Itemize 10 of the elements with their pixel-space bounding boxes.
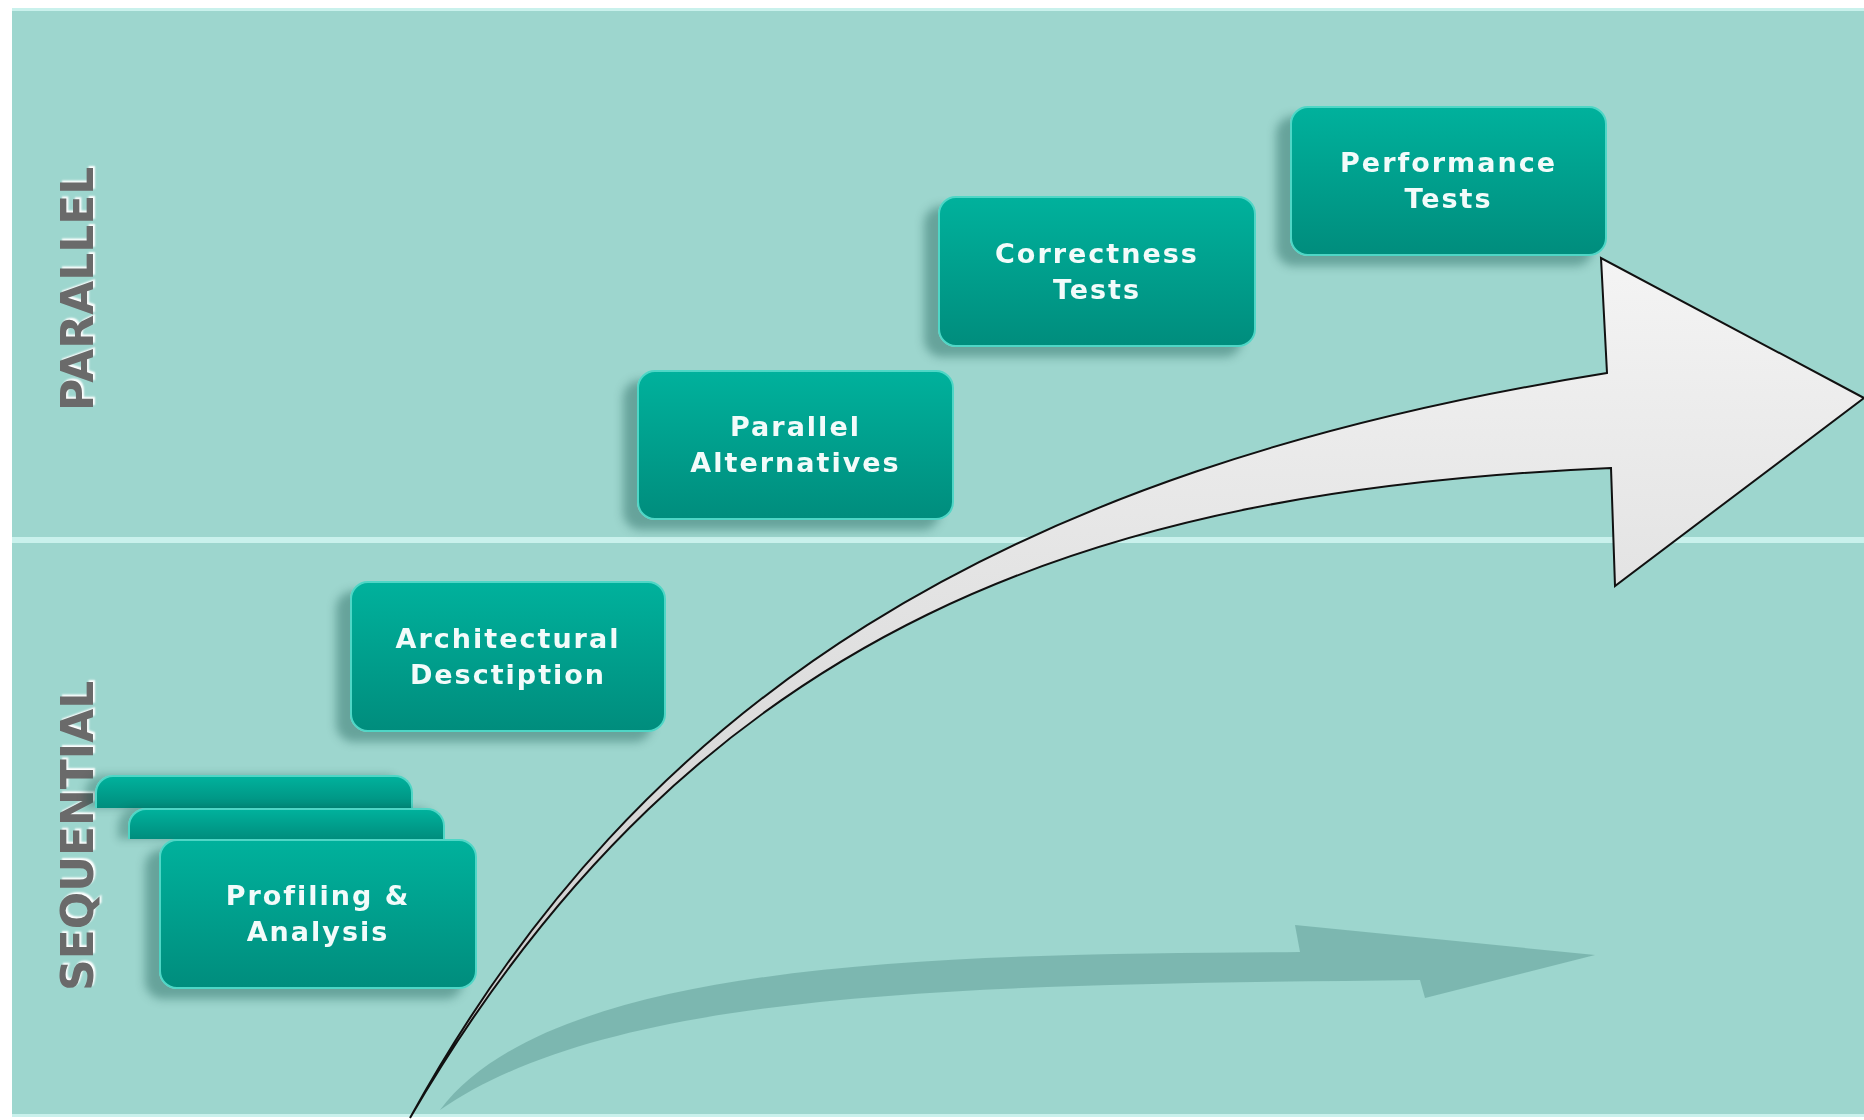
stacked-box [128, 808, 445, 839]
lane-label: PARALLEL [52, 166, 103, 411]
process-box: Performance Tests [1290, 106, 1607, 256]
swimlane-band [12, 8, 1864, 540]
process-box: Profiling & Analysis [159, 839, 477, 989]
lane-label: SEQUENTIAL [52, 680, 103, 991]
process-box: Correctness Tests [938, 196, 1256, 347]
swimlane-band [12, 540, 1864, 1117]
process-box: Architectural Desctiption [350, 581, 666, 732]
process-box: Parallel Alternatives [637, 370, 954, 520]
